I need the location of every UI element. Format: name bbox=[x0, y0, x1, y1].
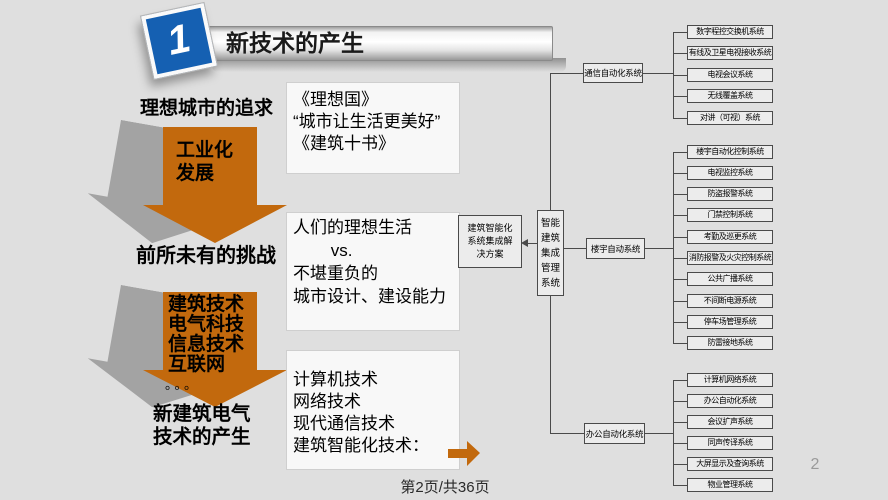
title-bar-shadow bbox=[212, 58, 566, 72]
tree-connector-line bbox=[673, 53, 687, 54]
tree-leaf-box: 会议扩声系统 bbox=[687, 415, 773, 429]
tree-leaf-box: 同声传译系统 bbox=[687, 436, 773, 450]
ideal-vs-reality-box: 人们的理想生活 vs. 不堪重负的 城市设计、建设能力 bbox=[286, 212, 460, 331]
tree-connector-line bbox=[673, 300, 687, 302]
tech-arrow-label: 建筑技术 电气科技 信息技术 互联网 bbox=[168, 294, 245, 375]
tree-branch-box-office: 办公自动化系统 bbox=[584, 423, 645, 444]
tree-leaf-box: 物业管理系统 bbox=[687, 478, 773, 492]
tree-leaf-box: 不间断电源系统 bbox=[687, 293, 773, 308]
ideal-city-label: 理想城市的追求 bbox=[140, 98, 274, 119]
industrialization-arrow-label: 工业化 发展 bbox=[176, 140, 234, 184]
tree-branch-box-building: 楼宇自动系统 bbox=[586, 238, 645, 259]
connector-line bbox=[550, 296, 551, 433]
tree-connector-line bbox=[673, 464, 687, 465]
tree-connector-line bbox=[673, 401, 687, 402]
connector-line bbox=[645, 248, 673, 249]
classics-quotes-box: 《理想国》 “城市让生活更美好” 《建筑十书》 bbox=[286, 82, 460, 174]
tree-leaf-box: 无线覆盖系统 bbox=[687, 89, 773, 103]
tree-leaf-box: 计算机网络系统 bbox=[687, 373, 773, 387]
tree-leaf-box: 楼宇自动化控制系统 bbox=[687, 144, 773, 159]
tree-leaf-box: 电视监控系统 bbox=[687, 165, 773, 180]
tree-leaf-box: 防盗报警系统 bbox=[687, 187, 773, 202]
tree-leaf-box: 电视会议系统 bbox=[687, 67, 773, 82]
tech-arrow-ellipsis: 。。。 bbox=[165, 377, 201, 392]
tree-branch-box-communication: 通信自动化系统 bbox=[583, 63, 643, 83]
tree-connector-line bbox=[673, 236, 687, 238]
tree-connector-line bbox=[673, 258, 687, 259]
tree-connector-line bbox=[673, 151, 687, 153]
tree-connector-line bbox=[673, 422, 687, 423]
solution-box: 建筑智能化 系统集成解 决方案 bbox=[458, 215, 522, 268]
section-title-bar: 新技术的产生 bbox=[203, 26, 553, 61]
tree-connector-line bbox=[673, 443, 687, 444]
new-building-tech-label: 新建筑电气 技术的产生 bbox=[153, 403, 251, 448]
tree-leaf-box: 对讲（可视）系统 bbox=[687, 110, 773, 125]
tree-leaf-box: 数字程控交换机系统 bbox=[687, 24, 773, 39]
tree-spine-line bbox=[673, 151, 674, 344]
tree-leaf-box: 公共广播系统 bbox=[687, 272, 773, 287]
tree-connector-line bbox=[673, 117, 687, 119]
tree-spine-line bbox=[673, 380, 674, 485]
connector-line bbox=[645, 433, 673, 434]
tree-leaf-box: 消防报警及火灾控制系统 bbox=[687, 251, 773, 265]
tree-connector-line bbox=[673, 343, 687, 345]
tree-connector-line bbox=[673, 321, 687, 323]
tree-connector-line bbox=[673, 172, 687, 174]
connector-line bbox=[643, 73, 673, 74]
tree-connector-line bbox=[673, 74, 687, 76]
manager-box: 智能 建筑 集成 管理 系统 bbox=[537, 210, 564, 296]
connector-line bbox=[528, 243, 537, 244]
tech-list-box: 计算机技术 网络技术 现代通信技术 建筑智能化技术： bbox=[286, 350, 460, 470]
tree-connector-line bbox=[673, 215, 687, 217]
tree-leaf-box: 停车场管理系统 bbox=[687, 314, 773, 329]
tree-connector-line bbox=[673, 380, 687, 381]
connector-line bbox=[564, 248, 586, 249]
tree-connector-line bbox=[673, 31, 687, 33]
footer-page-indicator: 第2页/共36页 bbox=[400, 479, 490, 496]
tree-leaf-box: 有线及卫星电视接收系统 bbox=[687, 46, 773, 60]
page-title: 新技术的产生 bbox=[226, 30, 364, 56]
tree-leaf-box: 门禁控制系统 bbox=[687, 208, 773, 223]
tree-connector-line bbox=[673, 96, 687, 97]
page-number: 2 bbox=[810, 456, 820, 473]
connector-line bbox=[550, 433, 584, 434]
tree-connector-line bbox=[673, 279, 687, 281]
connector-line bbox=[550, 73, 551, 210]
tree-connector-line bbox=[673, 194, 687, 196]
section-number: 1 bbox=[163, 16, 195, 64]
tree-leaf-box: 考勤及巡更系统 bbox=[687, 229, 773, 244]
connector-line bbox=[550, 73, 583, 74]
section-number-badge: 1 bbox=[139, 1, 219, 81]
tree-connector-line bbox=[673, 485, 687, 486]
tree-leaf-box: 办公自动化系统 bbox=[687, 394, 773, 408]
tree-leaf-box: 大屏显示及查询系统 bbox=[687, 457, 773, 471]
left-arrowhead-icon bbox=[521, 239, 528, 247]
unprecedented-challenge-label: 前所未有的挑战 bbox=[136, 245, 276, 267]
tree-leaf-box: 防雷接地系统 bbox=[687, 336, 773, 351]
